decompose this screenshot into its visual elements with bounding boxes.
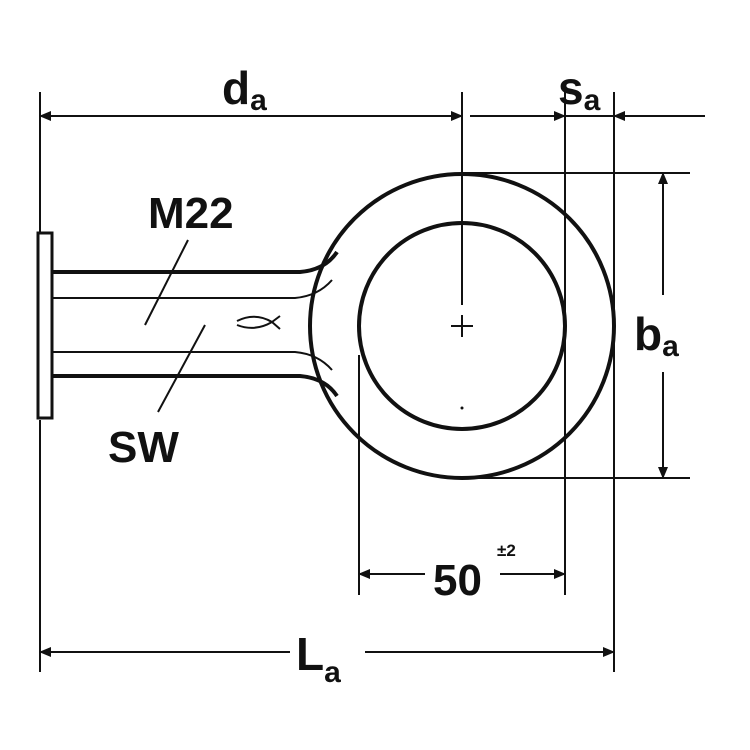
label-50: 50 [433,556,482,605]
label-50-tolerance: ±2 [497,541,516,560]
shaft-top-edge [52,250,339,274]
center-dot [460,406,464,410]
leader-sw [157,324,206,413]
flange-plate [36,231,54,420]
leader-m22 [144,239,189,326]
shaft-bottom-edge [52,374,339,398]
label-sa: sa [558,62,601,117]
label-la: La [296,628,341,689]
fish-mark-icon [236,315,281,330]
label-da: da [222,62,267,117]
shaft-inner-bottom [52,351,333,371]
label-ba: ba [634,308,679,363]
shaft-inner-top [52,279,333,299]
label-sw: SW [108,423,179,472]
label-m22: M22 [148,189,234,238]
